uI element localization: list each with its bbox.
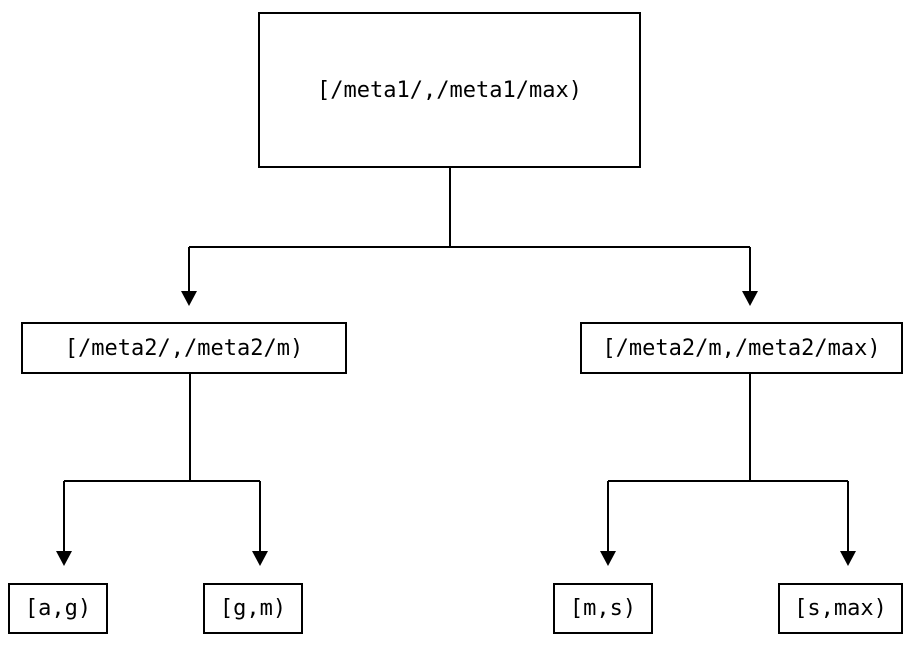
tree-node-mid-left[interactable]: [/meta2/,/meta2/m)	[21, 322, 347, 374]
arrowhead-mid-left-to-leaf2	[252, 551, 268, 566]
edge-mid-left-to-leaves	[56, 374, 268, 566]
edge-mid-right-to-leaves	[600, 374, 856, 566]
arrowhead-root-to-mid-right	[742, 291, 758, 306]
tree-node-leaf-1-label: [a,g)	[24, 596, 92, 621]
edge-root-to-mid-level	[181, 168, 758, 306]
tree-node-leaf-4[interactable]: [s,max)	[778, 583, 903, 634]
tree-node-root-label: [/meta1/,/meta1/max)	[317, 77, 582, 103]
arrowhead-mid-right-to-leaf4	[840, 551, 856, 566]
tree-node-leaf-1[interactable]: [a,g)	[8, 583, 108, 634]
tree-node-leaf-2-label: [g,m)	[219, 596, 287, 621]
tree-node-leaf-3[interactable]: [m,s)	[553, 583, 653, 634]
tree-node-mid-right[interactable]: [/meta2/m,/meta2/max)	[580, 322, 903, 374]
tree-node-leaf-3-label: [m,s)	[569, 596, 637, 621]
tree-node-leaf-2[interactable]: [g,m)	[203, 583, 303, 634]
tree-node-mid-left-label: [/meta2/,/meta2/m)	[64, 335, 304, 361]
arrowhead-mid-left-to-leaf1	[56, 551, 72, 566]
tree-node-leaf-4-label: [s,max)	[794, 596, 887, 621]
tree-node-root[interactable]: [/meta1/,/meta1/max)	[258, 12, 641, 168]
tree-node-mid-right-label: [/meta2/m,/meta2/max)	[602, 335, 881, 361]
arrowhead-mid-right-to-leaf3	[600, 551, 616, 566]
arrowhead-root-to-mid-left	[181, 291, 197, 306]
